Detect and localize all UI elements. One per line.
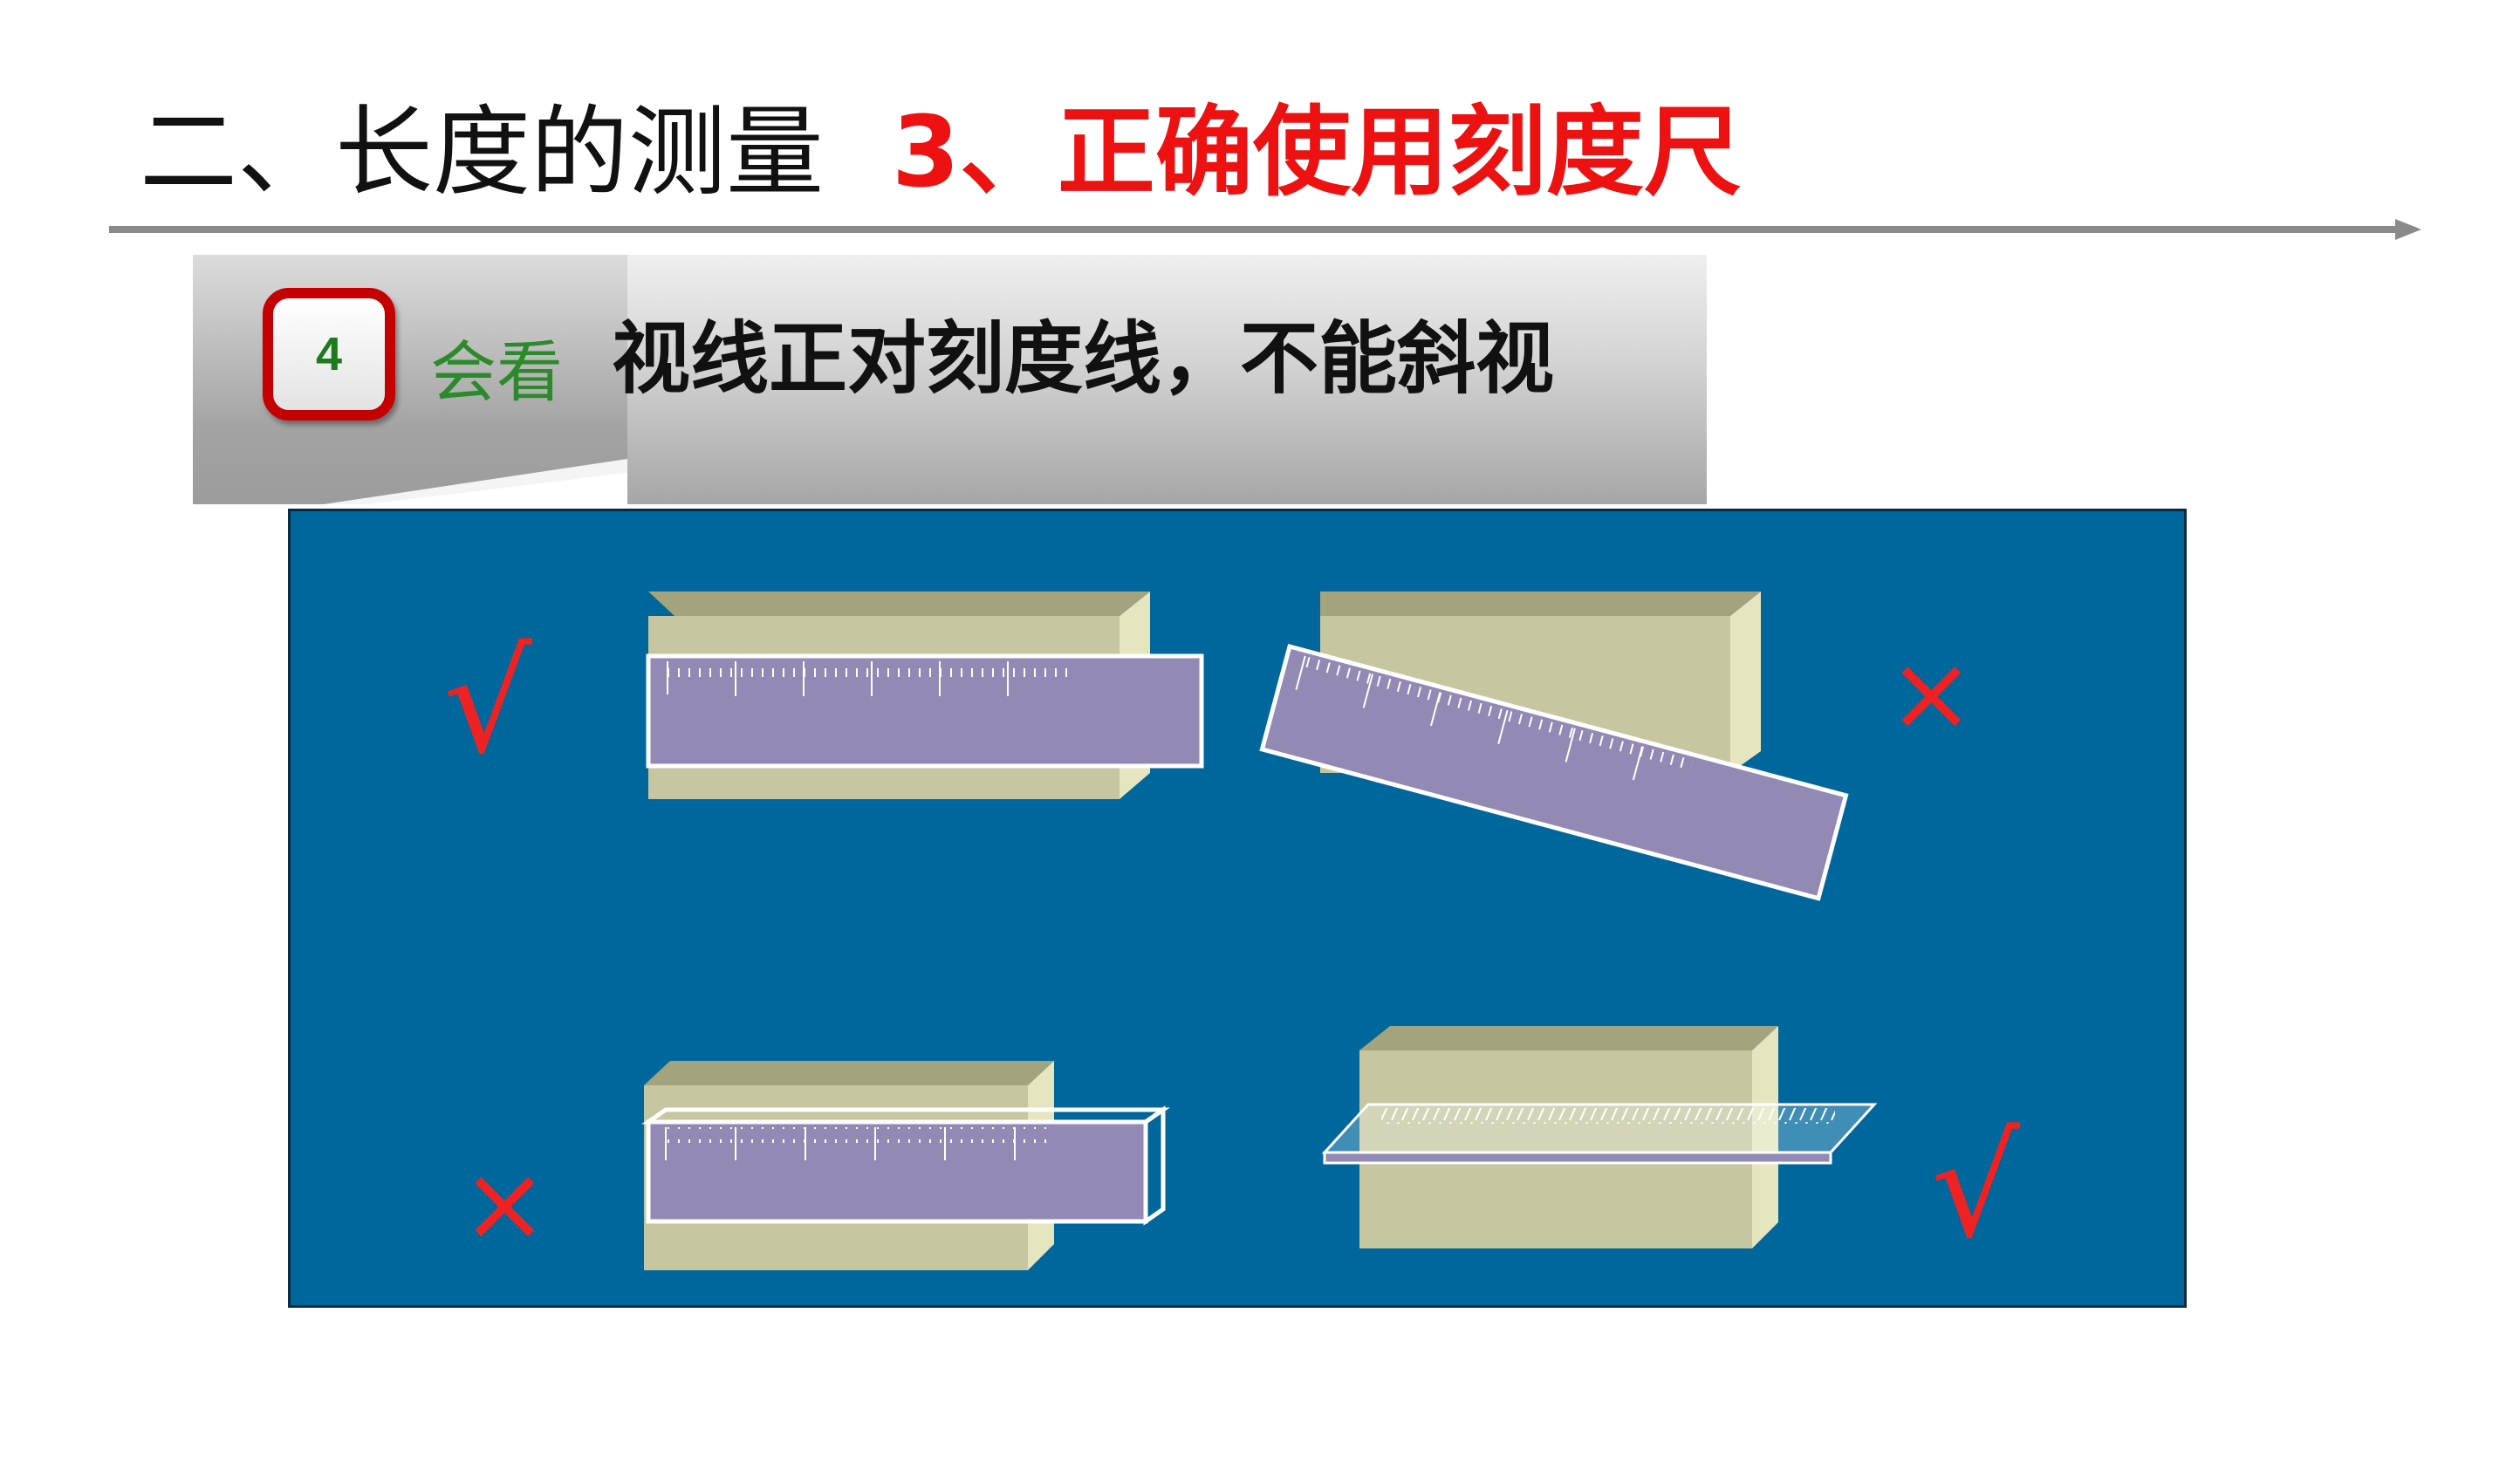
arrow-head-icon	[2395, 219, 2421, 240]
section-heading: 二、长度的测量	[140, 96, 824, 209]
ruler-reading-illustration: √ ×	[443, 592, 2020, 1270]
topic-heading: 3、正确使用刻度尺	[892, 96, 1742, 209]
banner-step-stairs	[324, 459, 627, 504]
example-bottom-left: ×	[461, 1061, 1170, 1270]
heading-divider-arrow	[109, 226, 2404, 233]
block-bottom-right	[1359, 1026, 1778, 1248]
correct-mark-top-left: √	[443, 621, 532, 784]
example-top-left: √	[443, 592, 1204, 799]
ruler-bottom-right	[1321, 1103, 1878, 1165]
ruler-top-left	[646, 653, 1204, 769]
example-top-right: ×	[1259, 592, 1975, 901]
illustration-panel: √ ×	[288, 509, 2187, 1308]
step-label: 会看	[430, 333, 563, 411]
ruler-top-right	[1259, 643, 1849, 901]
correct-mark-bottom-right: √	[1931, 1105, 2020, 1269]
ruler-bottom-left	[641, 1105, 1170, 1226]
wrong-mark-bottom-left: ×	[461, 1144, 549, 1265]
instruction-text: 视线正对刻度线，不能斜视	[612, 313, 1554, 405]
instruction-banner: 4 会看 视线正对刻度线，不能斜视	[193, 255, 1707, 504]
example-bottom-right: √	[1321, 1026, 2020, 1269]
step-number-badge: 4	[263, 288, 395, 421]
wrong-mark-top-right: ×	[1887, 633, 1975, 755]
